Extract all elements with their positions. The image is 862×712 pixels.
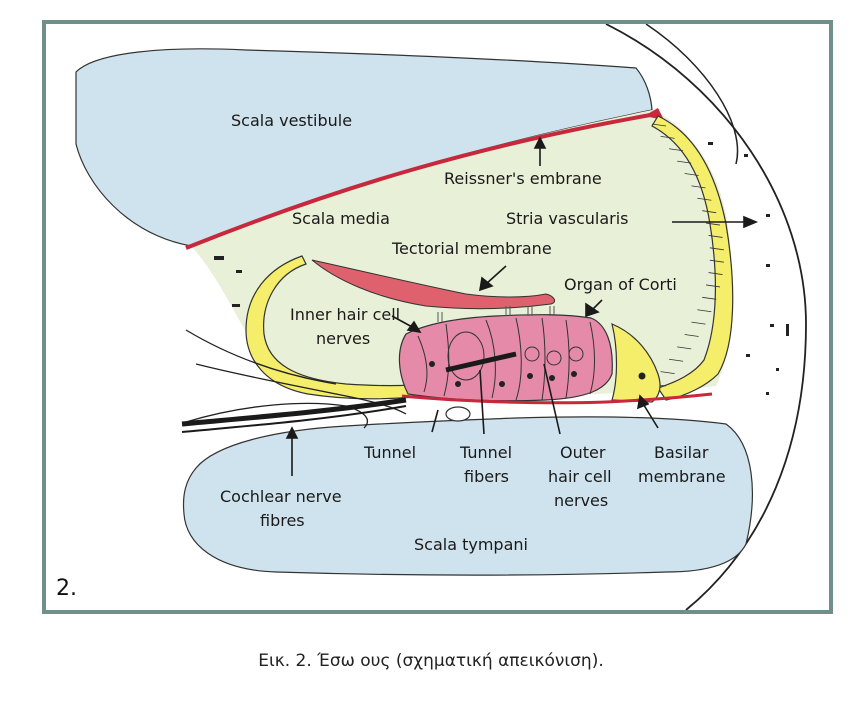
label-organ-of-corti: Organ of Corti bbox=[564, 275, 677, 294]
stria-cell-divider bbox=[697, 197, 712, 201]
tunnel-fibres-band bbox=[445, 351, 517, 373]
stria-cell-divider bbox=[691, 321, 706, 325]
stria-cell-outlines bbox=[651, 123, 724, 387]
stria-cell-divider bbox=[660, 371, 675, 375]
label-tunnel-fibers-1: Tunnel bbox=[459, 443, 512, 462]
label-outer-hair-2: hair cell bbox=[548, 467, 612, 486]
stria-cell-divider bbox=[669, 358, 684, 362]
label-stria-vascularis: Stria vascularis bbox=[506, 209, 629, 228]
stria-cell-divider bbox=[705, 222, 721, 226]
annotation-arrows bbox=[285, 136, 759, 476]
stria-cell-divider bbox=[677, 346, 692, 350]
stria-cell-divider bbox=[684, 173, 699, 176]
stria-cell-divider bbox=[709, 259, 724, 263]
figure-number: 2. bbox=[56, 576, 77, 601]
spiral-lamina-lower bbox=[185, 402, 369, 429]
scala-tympani-region bbox=[182, 416, 753, 576]
bone-outline-outer bbox=[605, 24, 807, 610]
inner-ear-diagram: Scala vestibule Reissner's embrane Scala… bbox=[75, 24, 807, 610]
corti-cell-outlines bbox=[417, 317, 595, 401]
stria-cell-divider bbox=[702, 296, 717, 300]
tunnel-space bbox=[445, 406, 471, 422]
stria-cell-divider bbox=[705, 284, 721, 288]
stria-cell-divider bbox=[708, 235, 723, 238]
cochlear-nerve-bundle bbox=[181, 397, 407, 427]
label-cochlear-nerve-1: Cochlear nerve bbox=[220, 487, 342, 506]
stria-cell-divider bbox=[691, 185, 706, 189]
stria-cell-divider bbox=[702, 210, 717, 214]
outer-support-cells bbox=[611, 322, 661, 403]
stria-cell-divider bbox=[660, 135, 675, 139]
bone-speckles bbox=[214, 142, 789, 395]
stria-vascularis-band bbox=[651, 115, 734, 401]
label-tunnel-fibers-2: fibers bbox=[464, 467, 509, 486]
tectorial-membrane-shape bbox=[311, 259, 556, 310]
label-reissners-membrane: Reissner's embrane bbox=[444, 169, 602, 188]
support-nucleus bbox=[638, 372, 646, 380]
label-basilar-2: membrane bbox=[638, 467, 726, 486]
bone-outline-upper bbox=[645, 24, 739, 165]
label-scala-tympani: Scala tympani bbox=[414, 535, 528, 554]
spiral-lamina-mid bbox=[195, 363, 407, 415]
reissners-membrane-line bbox=[185, 112, 657, 250]
figure-frame: Scala vestibule Reissner's embrane Scala… bbox=[42, 20, 833, 614]
stria-cell-divider bbox=[677, 160, 692, 164]
label-outer-hair-1: Outer bbox=[560, 443, 606, 462]
label-tunnel: Tunnel bbox=[363, 443, 416, 462]
cochlear-nerve-bundle-2 bbox=[181, 405, 407, 433]
stria-cell-divider bbox=[684, 334, 699, 337]
corti-nuclei bbox=[429, 361, 577, 387]
stria-cell-divider bbox=[709, 247, 724, 251]
label-inner-hair-cell-2: nerves bbox=[316, 329, 370, 348]
label-scala-vestibule: Scala vestibule bbox=[231, 111, 352, 130]
basilar-membrane-line bbox=[401, 392, 713, 405]
stria-cell-divider bbox=[651, 123, 667, 127]
hair-bundles bbox=[437, 306, 555, 322]
label-cochlear-nerve-2: fibres bbox=[260, 511, 305, 530]
spiral-lamina-upper bbox=[185, 329, 337, 385]
stria-cell-divider bbox=[669, 148, 684, 152]
label-basilar-1: Basilar bbox=[654, 443, 709, 462]
label-scala-media: Scala media bbox=[292, 209, 390, 228]
figure-caption: Εικ. 2. Έσω ους (σχηματική απεικόνιση). bbox=[258, 651, 604, 671]
label-tectorial-membrane: Tectorial membrane bbox=[391, 239, 552, 258]
stria-cell-divider bbox=[708, 272, 723, 275]
label-outer-hair-3: nerves bbox=[554, 491, 608, 510]
stria-cell-divider bbox=[697, 309, 712, 313]
scala-vestibule-region bbox=[75, 48, 653, 247]
label-inner-hair-cell-1: Inner hair cell bbox=[290, 305, 400, 324]
